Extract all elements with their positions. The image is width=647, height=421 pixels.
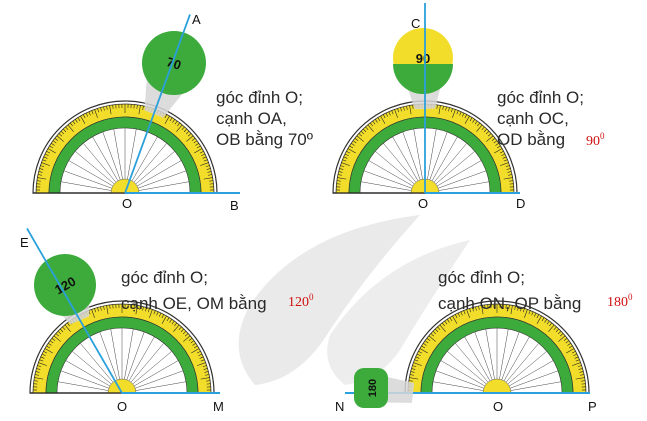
magnifier-reading: 90 [416, 51, 430, 66]
point-label-o2: O [418, 196, 428, 211]
point-label-a: A [192, 12, 201, 27]
panel4-value: 1800 [607, 292, 633, 311]
protractor-panel-2: 90 [333, 3, 520, 193]
point-label-p: P [588, 399, 597, 414]
point-label-o3: O [117, 399, 127, 414]
point-label-e: E [20, 235, 29, 250]
panel2-line2: cạnh OC, [497, 108, 569, 129]
point-label-o1: O [122, 196, 132, 211]
point-label-c: C [411, 16, 420, 31]
point-label-d: D [516, 196, 525, 211]
panel2-value: 900 [586, 131, 605, 150]
panel4-line2: cạnh ON, OP bằng [438, 293, 581, 314]
panel4-line1: góc đỉnh O; [438, 267, 525, 288]
panel2-line1: góc đỉnh O; [497, 87, 584, 108]
protractor-panel-1: 70 [33, 14, 240, 193]
magnifier-lens-lower [393, 64, 453, 94]
panel3-value: 1200 [288, 292, 314, 311]
panel1-line2: cạnh OA, [216, 108, 287, 129]
panel3-line2: cạnh OE, OM bằng [121, 293, 267, 314]
panel2-line3: OD bằng [497, 129, 565, 150]
panel1-line3: OB bằng 70º [216, 129, 313, 150]
magnifier-reading: 180 [367, 379, 379, 397]
point-label-o4: O [493, 399, 503, 414]
panel3-line1: góc đỉnh O; [121, 267, 208, 288]
panel1-line1: góc đỉnh O; [216, 87, 303, 108]
point-label-b: B [230, 198, 239, 213]
point-label-m: M [213, 399, 224, 414]
point-label-n: N [335, 399, 344, 414]
